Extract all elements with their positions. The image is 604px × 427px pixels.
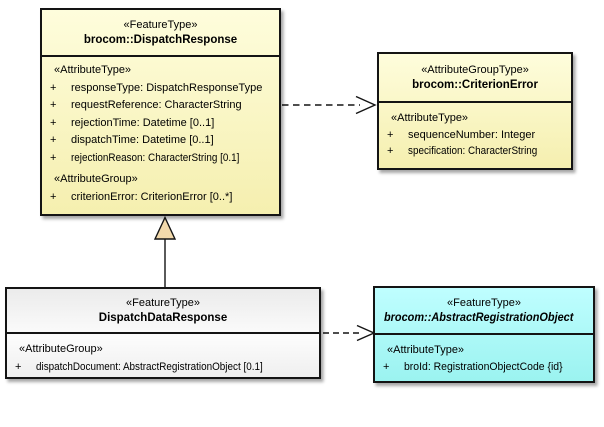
class-name: brocom::AbstractRegistrationObject: [384, 311, 574, 324]
visibility-public: +: [387, 128, 394, 141]
dependency-arrow-abstract-registration-object: [323, 324, 376, 342]
class-name: brocom::CriterionError: [412, 78, 538, 91]
generalization-triangle-icon: [153, 215, 177, 240]
class-box-abstract-registration-object: «FeatureType» brocom::AbstractRegistrati…: [373, 286, 595, 383]
visibility-public: +: [50, 151, 57, 164]
attribute-row: + requestReference: CharacterString: [42, 97, 279, 115]
visibility-public: +: [50, 81, 57, 94]
attribute-text: dispatchTime: Datetime [0..1]: [71, 134, 214, 146]
visibility-public: +: [50, 116, 57, 129]
class-attributes: «AttributeType» + responseType: Dispatch…: [42, 57, 279, 214]
visibility-public: +: [15, 360, 22, 373]
generalization-arrow: [153, 215, 177, 287]
visibility-public: +: [50, 99, 57, 111]
class-name: DispatchDataResponse: [98, 311, 228, 324]
class-header: «FeatureType» brocom::AbstractRegistrati…: [375, 288, 593, 335]
section-heading: «AttributeType»: [54, 64, 132, 76]
class-attributes: «AttributeGroup» + dispatchDocument: Abs…: [7, 334, 319, 377]
attribute-row: + criterionError: CriterionError [0..*]: [42, 189, 279, 207]
class-attributes: «AttributeType» + sequenceNumber: Intege…: [379, 103, 571, 168]
attribute-row: + broId: RegistrationObjectCode {id}: [375, 359, 593, 376]
attribute-row: + sequenceNumber: Integer: [379, 127, 571, 144]
attribute-row: + rejectionReason: CharacterString [0.1]: [42, 150, 279, 168]
attribute-row: + responseType: DispatchResponseType: [42, 80, 279, 98]
attribute-text: requestReference: CharacterString: [71, 99, 242, 111]
attribute-row: + rejectionTime: Datetime [0..1]: [42, 115, 279, 133]
attribute-text: dispatchDocument: AbstractRegistrationOb…: [36, 360, 263, 373]
attribute-row: + dispatchDocument: AbstractRegistration…: [7, 359, 319, 377]
attribute-text: specification: CharacterString: [408, 145, 538, 157]
section-heading: «AttributeType»: [387, 344, 465, 356]
visibility-public: +: [387, 145, 394, 157]
attribute-text: responseType: DispatchResponseType: [71, 81, 263, 94]
class-header: «AttributeGroupType» brocom::CriterionEr…: [379, 54, 571, 103]
open-arrowhead-icon: [356, 324, 376, 342]
attribute-text: sequenceNumber: Integer: [408, 128, 536, 141]
section-heading: «AttributeGroup»: [54, 173, 138, 185]
class-box-criterion-error: «AttributeGroupType» brocom::CriterionEr…: [377, 52, 573, 170]
class-name: brocom::DispatchResponse: [83, 33, 238, 46]
section-heading: «AttributeGroup»: [19, 343, 103, 355]
class-box-dispatch-data-response: «FeatureType» DispatchDataResponse «Attr…: [5, 287, 321, 379]
attribute-text: broId: RegistrationObjectCode {id}: [404, 361, 563, 373]
class-stereotype: «FeatureType»: [126, 296, 200, 309]
attribute-text: criterionError: CriterionError [0..*]: [71, 190, 233, 203]
attribute-text: rejectionTime: Datetime [0..1]: [71, 116, 215, 129]
visibility-public: +: [50, 190, 57, 203]
attribute-row: + dispatchTime: Datetime [0..1]: [42, 132, 279, 150]
dependency-arrow-criterion-error: [282, 95, 377, 115]
class-header: «FeatureType» brocom::DispatchResponse: [42, 10, 279, 57]
class-box-dispatch-response: «FeatureType» brocom::DispatchResponse «…: [40, 8, 281, 216]
section-heading: «AttributeType»: [391, 112, 469, 124]
class-stereotype: «FeatureType»: [447, 296, 521, 309]
open-arrowhead-icon: [355, 95, 377, 115]
class-stereotype: «AttributeGroupType»: [421, 63, 529, 76]
class-stereotype: «FeatureType»: [123, 18, 198, 31]
visibility-public: +: [50, 134, 57, 146]
visibility-public: +: [383, 361, 390, 373]
attribute-row: + specification: CharacterString: [379, 143, 571, 160]
attribute-text: rejectionReason: CharacterString [0.1]: [71, 151, 240, 164]
class-attributes: «AttributeType» + broId: RegistrationObj…: [375, 335, 593, 381]
class-header: «FeatureType» DispatchDataResponse: [7, 289, 319, 334]
